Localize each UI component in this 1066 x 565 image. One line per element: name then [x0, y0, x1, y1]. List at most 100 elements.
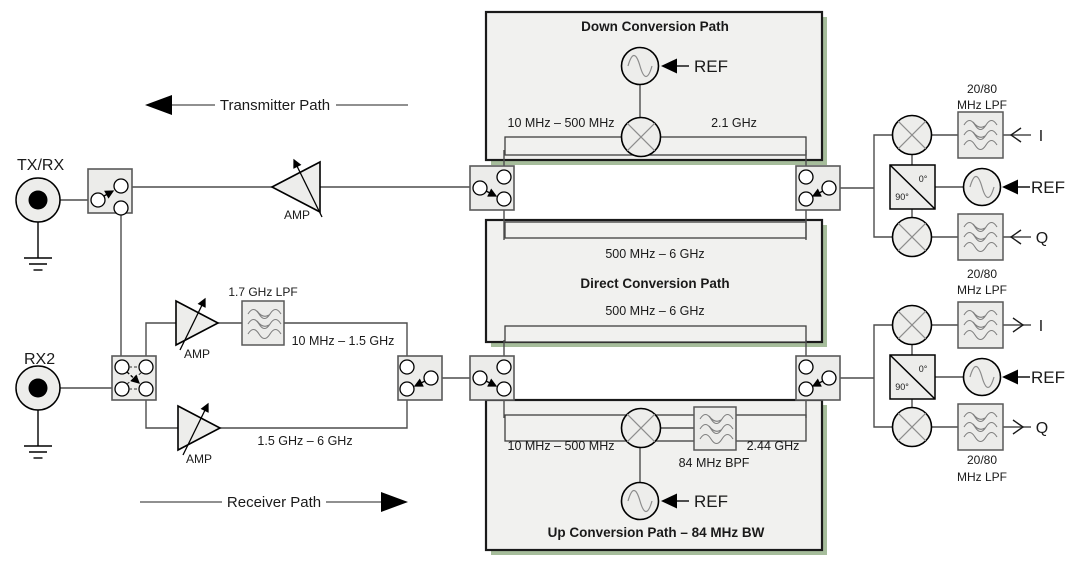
tx-amp-icon — [270, 160, 321, 214]
rx-hybrid-90: 0° 90° — [889, 354, 936, 400]
tx-ref-label: REF — [1031, 178, 1065, 197]
i-output-arrow-icon — [1012, 317, 1025, 333]
rx-i-lpf — [957, 301, 1004, 349]
direct-path-busline-top — [504, 221, 807, 239]
tx-i-lpf — [957, 111, 1004, 159]
switch-rx-band-a-throw-arrow — [413, 378, 426, 387]
rx-ref-label: REF — [1031, 368, 1065, 387]
switch-conversion-right-bottom — [795, 355, 841, 401]
tx-amp-gain-arrow — [293, 158, 323, 218]
direct-path-busline-bottom — [504, 325, 807, 343]
switch-rx-band-b — [469, 355, 515, 401]
down-mixer-icon — [620, 116, 662, 158]
switch-conversion-right-bottom-throw-arrow — [811, 378, 824, 387]
tx-amp-label: AMP — [284, 208, 310, 222]
rx-low-amp-gain-arrow — [179, 297, 206, 351]
q-output-arrow-icon — [1012, 419, 1025, 435]
signal-wires — [60, 85, 1031, 482]
bpf-84mhz — [693, 406, 737, 451]
tx-q-lpf-icon — [957, 213, 1004, 261]
rx2-label: RX2 — [24, 351, 55, 368]
tx-i-lpf-icon — [957, 111, 1004, 159]
up-conversion-title: Up Conversion Path – 84 MHz BW — [548, 525, 765, 540]
rx-q-lpf-label-line2: MHz LPF — [957, 470, 1007, 484]
rx-i-label: I — [1039, 318, 1043, 335]
rx-q-mixer-icon — [891, 406, 933, 448]
tx-q-lpf — [957, 213, 1004, 261]
q-input-arrow-icon — [1009, 229, 1022, 245]
rx-hybrid-90deg-label: 90° — [895, 382, 909, 392]
up-if-range-label: 10 MHz – 500 MHz — [508, 439, 615, 453]
up-conversion-contents: 10 MHz – 500 MHz 2.44 GHz 84 MHz BPF REF… — [508, 406, 800, 540]
down-if-range-label: 10 MHz – 500 MHz — [508, 116, 615, 130]
lpf-1p7ghz: 1.7 GHz LPF — [228, 285, 298, 346]
rx-q-lpf-icon — [957, 403, 1004, 451]
rx-q-label: Q — [1036, 420, 1048, 437]
tx-amp: AMP — [270, 158, 323, 222]
rx-iq-section: 0° 90° REF 20/80 MHz LPF I Q — [889, 301, 1065, 484]
switch-conversion-left-throw-arrow — [485, 188, 498, 197]
tx-ref-arrow-icon — [1001, 178, 1031, 196]
rx-hybrid-0deg-label: 0° — [919, 364, 928, 374]
tx-i-lpf-label-line2: MHz LPF — [957, 98, 1007, 112]
switch-rx-band-a — [397, 355, 443, 401]
txrx-label: TX/RX — [17, 157, 64, 174]
rx-low-amp-icon — [175, 299, 220, 347]
rx-ref-arrow-icon — [1001, 368, 1031, 386]
receiver-path-arrow-icon — [381, 492, 408, 512]
receiver-path-label: Receiver Path — [227, 494, 321, 511]
down-lo-oscillator-icon — [620, 46, 660, 86]
tx-hybrid-90: 0° 90° — [889, 164, 936, 210]
switch-rx2-crossover — [111, 355, 157, 401]
rx-low-amp-label: AMP — [184, 347, 210, 361]
rx-i-mixer-icon — [891, 304, 933, 346]
down-conversion-title: Down Conversion Path — [581, 19, 729, 34]
direct-range-top-label: 500 MHz – 6 GHz — [605, 247, 704, 261]
up-mixer-icon — [620, 407, 662, 449]
txrx-connector: TX/RX — [15, 157, 64, 271]
tx-q-lpf-label-line2: MHz LPF — [957, 283, 1007, 297]
tx-q-label: Q — [1036, 230, 1048, 247]
bpf-84mhz-label: 84 MHz BPF — [679, 456, 750, 470]
rx2-port-icon — [15, 365, 61, 411]
up-lo-oscillator-icon — [620, 481, 660, 521]
lpf-1p7ghz-label: 1.7 GHz LPF — [228, 285, 297, 299]
rx-high-amp-label: AMP — [186, 452, 212, 466]
receiver-path-indicator: Receiver Path — [140, 492, 408, 512]
direct-conversion-title: Direct Conversion Path — [580, 276, 729, 291]
rx-high-range-label: 1.5 GHz – 6 GHz — [257, 434, 352, 448]
rx-high-amp-icon — [177, 404, 222, 452]
rx-high-amp: AMP — [177, 402, 222, 466]
down-ref-label: REF — [694, 57, 728, 76]
i-input-arrow-icon — [1009, 127, 1022, 143]
rx2-ground-icon — [23, 409, 53, 459]
txrx-port-icon — [15, 177, 61, 223]
direct-conversion-contents: 500 MHz – 6 GHz Direct Conversion Path 5… — [580, 247, 729, 318]
direct-range-bottom-label: 500 MHz – 6 GHz — [605, 304, 704, 318]
direct-box-body — [484, 218, 824, 344]
transmitter-path-label: Transmitter Path — [220, 97, 330, 114]
txrx-ground-icon — [23, 221, 53, 271]
switch-rx2-throw-arrow — [126, 371, 140, 384]
up-lo-freq-label: 2.44 GHz — [747, 439, 800, 453]
up-ref-label: REF — [694, 492, 728, 511]
switch-txrx-throw-arrow — [103, 190, 115, 199]
rx-high-amp-gain-arrow — [182, 402, 209, 456]
switch-conversion-right-top-throw-arrow — [811, 188, 824, 197]
rx2-connector: RX2 — [15, 351, 61, 459]
switch-conversion-left — [469, 165, 515, 211]
down-conversion-contents: Down Conversion Path REF 10 MHz – 500 MH… — [508, 19, 757, 158]
tx-iq-section: 0° 90° REF 20/80 MHz LPF 20/80 MHz LPF I… — [889, 82, 1065, 297]
tx-lo-oscillator-icon — [962, 167, 1002, 207]
down-lo-freq-label: 2.1 GHz — [711, 116, 757, 130]
switch-rx-band-b-throw-arrow — [485, 378, 498, 387]
rx-q-lpf-label-line1: 20/80 — [967, 453, 997, 467]
bpf-84mhz-icon — [693, 406, 737, 451]
transmitter-path-indicator: Transmitter Path — [145, 95, 408, 115]
tx-q-mixer-icon — [891, 216, 933, 258]
tx-q-lpf-label-line1: 20/80 — [967, 267, 997, 281]
rx-low-range-label: 10 MHz – 1.5 GHz — [292, 334, 395, 348]
transmitter-path-arrow-icon — [145, 95, 172, 115]
tx-i-lpf-label-line1: 20/80 — [967, 82, 997, 96]
